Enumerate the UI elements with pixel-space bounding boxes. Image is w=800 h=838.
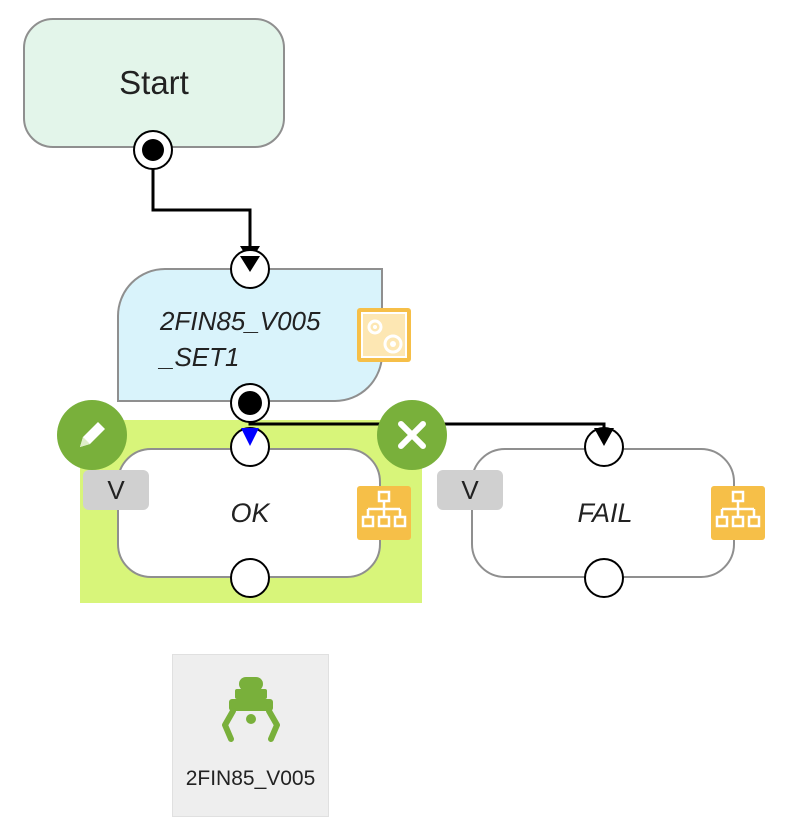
palette-item-label: 2FIN85_V005 bbox=[185, 767, 316, 790]
pencil-icon bbox=[80, 422, 105, 447]
action-label-line1: 2FIN85_V005 bbox=[160, 306, 321, 336]
arrowhead-blue bbox=[241, 428, 259, 446]
palette-item[interactable] bbox=[172, 654, 329, 817]
delete-button[interactable] bbox=[377, 400, 447, 470]
branch-fail-label: FAIL bbox=[577, 498, 633, 528]
action-label: 2FIN85_V005 _SET1 bbox=[160, 303, 360, 375]
branch-fail-v-badge[interactable]: V bbox=[437, 470, 503, 510]
hierarchy-icon[interactable] bbox=[357, 486, 411, 540]
connector-start-to-action bbox=[151, 150, 252, 258]
start-label: Start bbox=[119, 64, 189, 101]
robot-gripper-icon bbox=[222, 677, 280, 742]
branch-node-fail[interactable] bbox=[471, 448, 735, 578]
edit-button[interactable] bbox=[57, 400, 127, 470]
output-port bbox=[584, 558, 624, 598]
hierarchy-icon[interactable] bbox=[711, 486, 765, 540]
branch-ok-v-badge[interactable]: V bbox=[83, 470, 149, 510]
gear-settings-icon[interactable] bbox=[357, 308, 411, 362]
arrowhead bbox=[594, 428, 614, 446]
start-node[interactable]: Start bbox=[23, 18, 285, 148]
action-label-line2: _SET1 bbox=[160, 342, 240, 372]
output-port bbox=[230, 558, 270, 598]
branch-ok-label: OK bbox=[230, 498, 270, 528]
close-icon bbox=[398, 421, 426, 449]
